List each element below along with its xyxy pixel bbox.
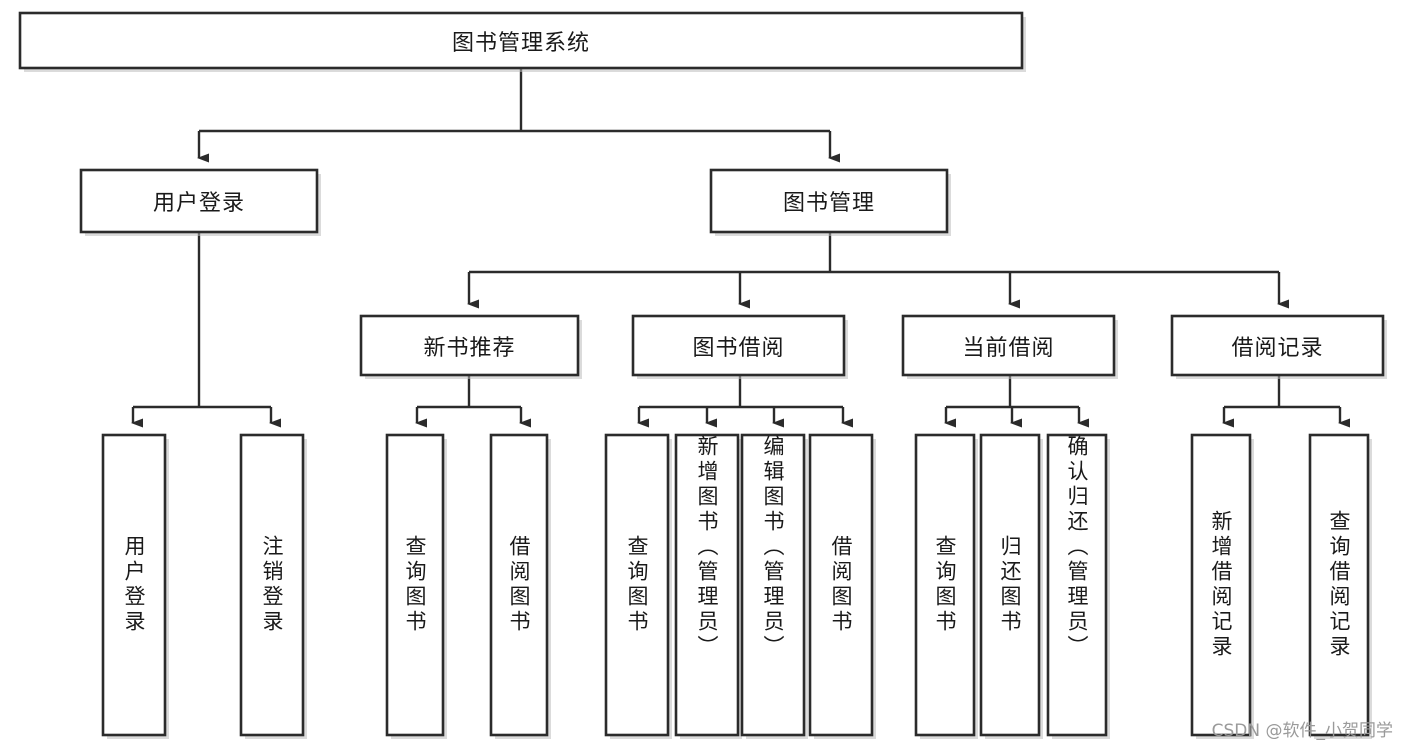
- node-leaf-currentborrow-3[interactable]: [1046, 433, 1108, 737]
- connector-layer: [131, 68, 1350, 428]
- node-book-manage[interactable]: [709, 168, 949, 234]
- node-leaf-bookborrow-4[interactable]: [808, 433, 874, 737]
- node-book-borrow[interactable]: [631, 314, 846, 377]
- node-leaf-bookborrow-3[interactable]: [740, 433, 806, 737]
- node-new-book-recommend[interactable]: [359, 314, 580, 377]
- node-leaf-user-login-1[interactable]: [101, 433, 167, 737]
- node-leaf-newbook-2[interactable]: [489, 433, 549, 737]
- node-leaf-borrowrecord-2[interactable]: [1308, 433, 1370, 737]
- node-leaf-newbook-1[interactable]: [385, 433, 445, 737]
- node-layer: [18, 11, 1385, 737]
- node-user-login[interactable]: [79, 168, 319, 234]
- node-borrow-record[interactable]: [1170, 314, 1385, 377]
- node-leaf-borrowrecord-1[interactable]: [1190, 433, 1252, 737]
- node-leaf-currentborrow-1[interactable]: [914, 433, 976, 737]
- node-leaf-bookborrow-1[interactable]: [604, 433, 670, 737]
- node-current-borrow[interactable]: [901, 314, 1116, 377]
- node-leaf-user-login-2[interactable]: [239, 433, 305, 737]
- csdn-watermark: CSDN @软件_小贺同学: [1211, 721, 1393, 741]
- node-root-system[interactable]: [18, 11, 1024, 70]
- node-leaf-currentborrow-2[interactable]: [979, 433, 1041, 737]
- node-leaf-bookborrow-2[interactable]: [674, 433, 740, 737]
